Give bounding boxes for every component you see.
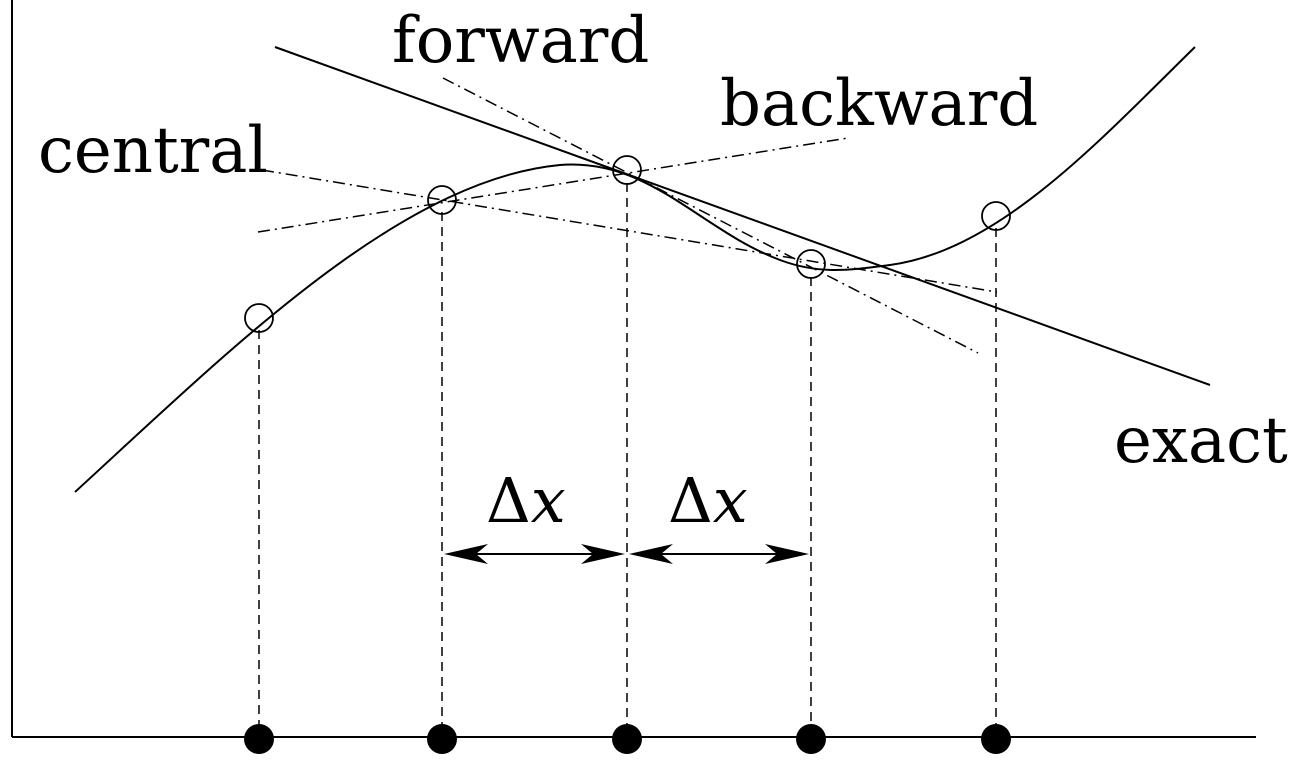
curve-sample-point (244, 303, 274, 333)
axis-grid-point (796, 724, 826, 754)
central-difference-line (261, 169, 998, 293)
axis-grid-points (244, 724, 1011, 754)
delta-symbol: Δ (668, 464, 713, 537)
spacing-arrows (444, 544, 809, 564)
axis-grid-point (244, 724, 274, 754)
arrowhead (629, 544, 673, 564)
label-central: central (38, 114, 268, 188)
curve-sample-point (612, 155, 642, 185)
arrowhead (444, 544, 488, 564)
delta-x-label: Δx (668, 464, 748, 537)
exact-tangent-line (274, 46, 1211, 386)
curve-sample-point (796, 249, 826, 279)
axis-grid-point (427, 724, 457, 754)
axis-grid-point (612, 724, 642, 754)
delta-variable: x (713, 464, 748, 537)
delta-x-label: Δx (486, 464, 566, 537)
arrowhead (581, 544, 625, 564)
delta-variable: x (531, 464, 566, 537)
grid-dropline-group (258, 183, 997, 730)
curve-sample-point (427, 185, 457, 215)
label-exact: exact (1114, 404, 1288, 478)
axis-grid-point (981, 724, 1011, 754)
label-backward: backward (720, 67, 1038, 141)
curve-sample-points (244, 155, 1011, 333)
arrowhead (765, 544, 809, 564)
curve-sample-point (981, 201, 1011, 231)
forward-difference-line (442, 77, 979, 354)
delta-symbol: Δ (486, 464, 531, 537)
label-forward: forward (392, 4, 649, 78)
backward-difference-line (257, 137, 849, 233)
